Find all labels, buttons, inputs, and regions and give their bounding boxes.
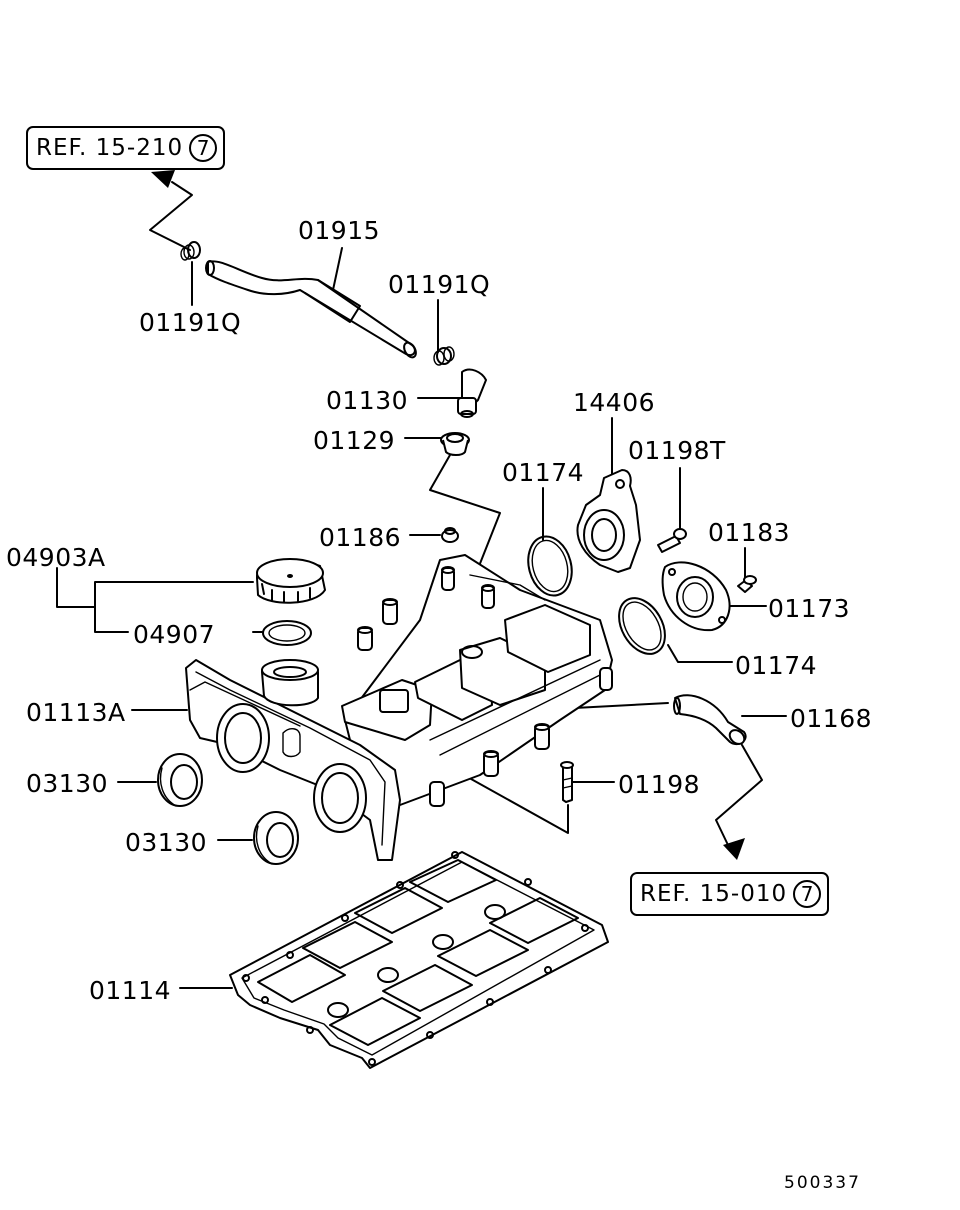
rocker-cover <box>185 554 613 861</box>
part-label-01130[interactable]: 01130 <box>326 386 409 415</box>
pcv-hose <box>673 694 747 746</box>
part-label-01173[interactable]: 01173 <box>768 594 851 623</box>
part-label-01168[interactable]: 01168 <box>790 704 873 733</box>
diagram-code: 500337 <box>784 1173 861 1193</box>
hose-clamp-right <box>433 346 455 366</box>
part-label-03130-top[interactable]: 03130 <box>26 769 109 798</box>
arrow-to-ref-bottom <box>723 838 745 860</box>
arrow-to-ref-top <box>151 170 175 188</box>
bolt-01183 <box>737 575 757 593</box>
hose-clamp-left <box>180 241 201 261</box>
reference-text: REF. 15-210 <box>36 134 184 161</box>
part-label-01915[interactable]: 01915 <box>298 216 381 245</box>
leader-lines <box>56 170 787 989</box>
cover-gasket <box>229 851 609 1069</box>
oil-seal-bottom <box>253 811 299 865</box>
part-label-01183[interactable]: 01183 <box>708 518 791 547</box>
part-label-01198[interactable]: 01198 <box>618 770 701 799</box>
plug-cover <box>661 561 731 632</box>
part-label-01174-bottom[interactable]: 01174 <box>735 651 818 680</box>
reference-circled-number: 7 <box>793 880 822 908</box>
breather-hose <box>205 260 417 359</box>
reference-text: REF. 15-010 <box>640 880 788 907</box>
oring-01174-bottom <box>618 597 666 655</box>
part-label-04907[interactable]: 04907 <box>133 620 216 649</box>
oring-01174-top <box>527 535 573 597</box>
pcv-valve <box>457 368 487 418</box>
part-label-01191Q-left[interactable]: 01191Q <box>139 308 242 337</box>
part-label-14406[interactable]: 14406 <box>573 388 656 417</box>
nut <box>441 527 459 543</box>
sensor-housing <box>576 469 641 573</box>
oil-seal-top <box>157 753 203 807</box>
filler-cap-oring <box>262 620 312 646</box>
reference-box-bottom[interactable]: REF. 15-010 7 <box>630 872 830 916</box>
oil-filler-cap <box>255 558 326 604</box>
part-label-01186[interactable]: 01186 <box>319 523 402 552</box>
part-label-01174-top[interactable]: 01174 <box>502 458 585 487</box>
part-label-04903A[interactable]: 04903A <box>6 543 106 572</box>
part-label-01129[interactable]: 01129 <box>313 426 396 455</box>
reference-circled-number: 7 <box>189 134 218 162</box>
part-label-01114[interactable]: 01114 <box>89 976 172 1005</box>
part-label-01191Q-right[interactable]: 01191Q <box>388 270 491 299</box>
part-label-01198T[interactable]: 01198T <box>628 436 726 465</box>
part-label-01113A[interactable]: 01113A <box>26 698 126 727</box>
grommet <box>440 432 470 456</box>
reference-box-top[interactable]: REF. 15-210 7 <box>26 126 226 170</box>
bolt-01198 <box>560 761 574 803</box>
part-label-03130-bottom[interactable]: 03130 <box>125 828 208 857</box>
bolt-01198T <box>657 528 687 553</box>
